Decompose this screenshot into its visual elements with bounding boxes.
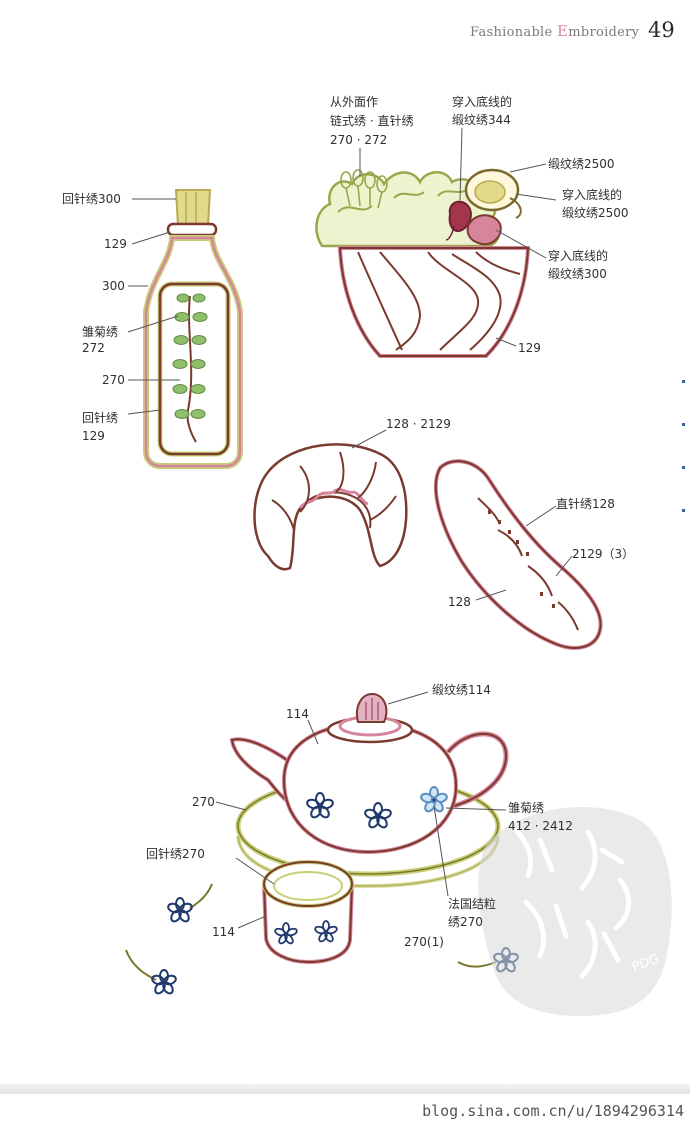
seal-watermark — [478, 807, 672, 1016]
label-baguette-outline: 128 — [448, 595, 471, 609]
label-lid-knob: 缎纹绣114 — [432, 683, 491, 697]
label-bowl: 129 — [518, 341, 541, 355]
label-baguette-count: 2129（3） — [572, 547, 635, 561]
label-tomato-line2: 缎纹绣300 — [548, 267, 607, 281]
source-watermark: blog.sina.com.cn/u/1894296314 — [422, 1102, 684, 1120]
label-cup: 114 — [212, 925, 235, 939]
label-radish-line1: 穿入底线的 — [452, 95, 513, 109]
header-title-part2: mbroidery — [568, 25, 640, 40]
label-greens-line1: 从外面作 — [330, 95, 379, 109]
label-cup-rim: 回针绣270 — [146, 847, 205, 861]
label-tray: 270 — [192, 795, 215, 809]
label-knot-line2: 绣270 — [448, 915, 483, 929]
teapot-illustration — [125, 691, 519, 995]
label-radish-line2: 缎纹绣344 — [452, 113, 511, 127]
label-leaves-color: 272 — [82, 341, 105, 355]
header-title-accent: E — [556, 22, 569, 40]
header-title-part1: Fashionable — [470, 25, 557, 40]
page-bottom-edge — [0, 1084, 690, 1094]
label-flower-line2: 412 · 2412 — [508, 819, 573, 833]
label-pot: 114 — [286, 707, 309, 721]
running-header: Fashionable Embroidery — [470, 22, 639, 40]
bottle-illustration — [127, 189, 243, 469]
label-leaves-stitch: 雏菊绣 — [82, 325, 119, 339]
label-panel: 270 — [102, 373, 125, 387]
croissant-illustration — [253, 429, 408, 571]
page-edge-marks — [682, 380, 688, 600]
label-neck: 129 — [104, 237, 127, 251]
label-egg-yolk-line1: 穿入底线的 — [562, 188, 623, 202]
label-outline-stitch: 回针绣 — [82, 411, 119, 425]
salad-bowl-illustration — [315, 127, 557, 358]
label-stem: 270(1) — [404, 935, 444, 949]
label-flower-line1: 雏菊绣 — [508, 801, 545, 815]
label-croissant: 128 · 2129 — [386, 417, 451, 431]
label-knot-line1: 法国结粒 — [448, 897, 497, 911]
label-bottle-body: 300 — [102, 279, 125, 293]
label-egg: 缎纹绣2500 — [548, 157, 615, 171]
label-tomato-line1: 穿入底线的 — [548, 249, 609, 263]
label-cork-stitch: 回针绣300 — [62, 192, 121, 206]
label-greens-line2: 链式绣 · 直针绣 — [330, 114, 414, 128]
baguette-illustration — [433, 459, 603, 650]
label-egg-yolk-line2: 缎纹绣2500 — [562, 206, 629, 220]
label-greens-line3: 270 · 272 — [330, 133, 388, 147]
page-number: 49 — [648, 18, 675, 42]
label-outline-color: 129 — [82, 429, 105, 443]
label-baguette-stitch: 直针绣128 — [556, 497, 615, 511]
